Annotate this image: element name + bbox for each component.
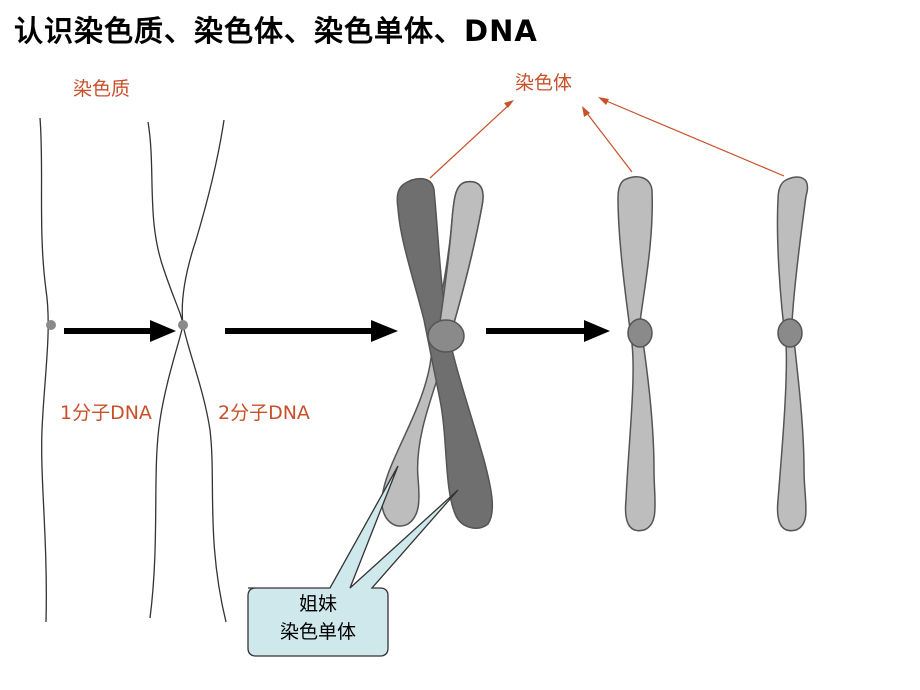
callout-line-1: 姐妹 (298, 593, 337, 615)
callout-line-2: 染色单体 (279, 621, 356, 643)
chromatin-thread-left (147, 121, 184, 619)
centromere (427, 319, 465, 353)
chromosome-label: 染色体 (515, 72, 573, 94)
centromere (627, 318, 653, 348)
replicated-chromosome (381, 177, 494, 529)
chromosome-pointer-arrows (429, 97, 785, 179)
callout-text: 姐妹 染色单体 (248, 590, 388, 646)
arrow-3 (486, 320, 610, 342)
sister-chromatid-callout (247, 465, 459, 657)
chromatin-thread-single (39, 117, 49, 623)
two-dna-label: 2分子DNA (218, 402, 310, 424)
chromatin-thread-right (181, 119, 227, 623)
centromere-dot-2 (178, 320, 188, 330)
single-chromosome-2 (776, 176, 809, 532)
page-title: 认识染色质、染色体、染色单体、DNA (14, 14, 538, 48)
chromatin-label: 染色质 (73, 78, 131, 100)
single-chromosome-1 (617, 176, 656, 532)
centromere (777, 318, 803, 348)
arrow-2 (225, 320, 398, 342)
one-dna-label: 1分子DNA (60, 402, 152, 424)
arrow-1 (64, 320, 176, 342)
centromere-dot-1 (46, 320, 56, 330)
